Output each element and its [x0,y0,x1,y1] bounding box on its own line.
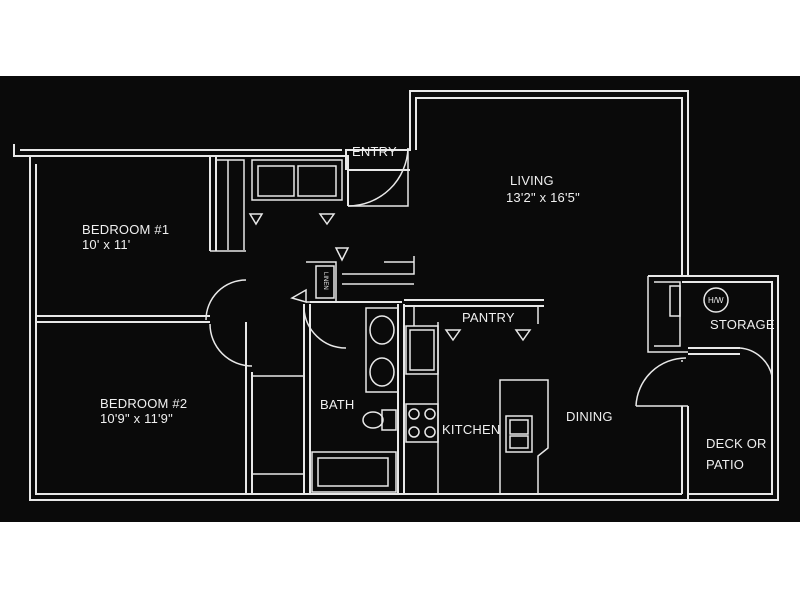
pantry-label: PANTRY [462,310,515,325]
hall-closets [248,159,343,226]
entry: ENTRY [347,144,409,207]
bedroom-1: BEDROOM #1 10' x 11' [36,156,247,323]
entry-label: ENTRY [352,144,397,159]
deck-label-line2: PATIO [706,457,744,472]
floor-plan-frame: BEDROOM #1 10' x 11' BEDROOM #2 10'9" x … [0,76,800,522]
bath-label: BATH [320,397,355,412]
water-heater-label: H/W [708,296,724,305]
dining-label: DINING [566,409,613,424]
deck-label-line1: DECK OR [706,436,767,451]
linen-label: LINEN [322,272,328,290]
bedroom-1-dims: 10' x 11' [82,237,130,252]
kitchen-label: KITCHEN [442,422,500,437]
storage-label: STORAGE [710,317,775,332]
bedroom-2: BEDROOM #2 10'9" x 11'9" [100,322,305,494]
bedroom-2-dims: 10'9" x 11'9" [100,411,173,426]
exterior-walls [13,90,779,501]
storage: H/W STORAGE [647,275,775,377]
pantry: PANTRY [404,299,544,342]
bedroom-2-label: BEDROOM #2 [100,396,187,411]
deck-door: DECK OR PATIO [635,357,767,472]
bedroom-1-label: BEDROOM #1 [82,222,169,237]
bathroom: BATH [303,301,405,494]
floor-plan: BEDROOM #1 10' x 11' BEDROOM #2 10'9" x … [13,90,779,501]
living-label: LIVING [510,173,554,188]
living-dims: 13'2" x 16'5" [506,190,580,205]
linen-closet: LINEN [290,247,415,349]
kitchen: KITCHEN [405,322,549,495]
